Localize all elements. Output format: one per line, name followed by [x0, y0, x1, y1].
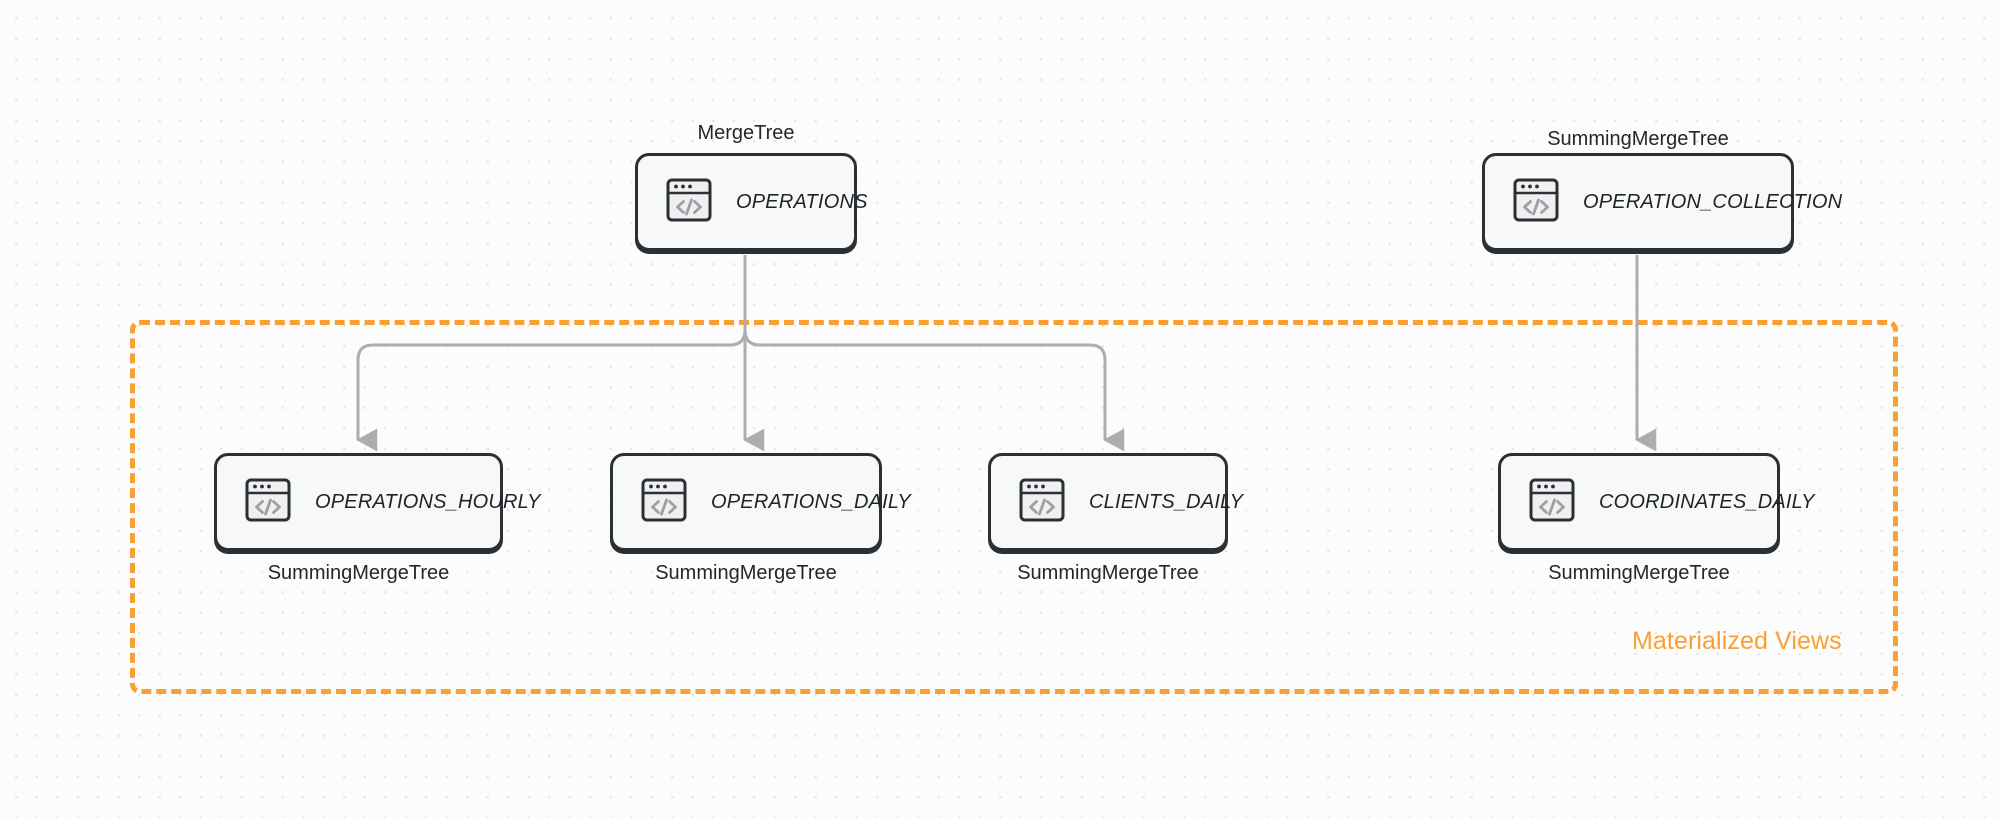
node-operation-collection[interactable]: OPERATION_COLLECTION — [1482, 153, 1842, 251]
code-window-icon — [1529, 477, 1575, 528]
code-window-icon — [245, 477, 291, 528]
engine-caption-operations-hourly: SummingMergeTree — [267, 562, 450, 584]
code-window-icon — [1019, 477, 1065, 528]
node-title-clients-daily: CLIENTS_DAILY — [1089, 490, 1244, 513]
engine-caption-operation-collection: SummingMergeTree — [1547, 128, 1729, 150]
node-title-operations-daily: OPERATIONS_DAILY — [711, 490, 911, 513]
node-operations-daily[interactable]: OPERATIONS_DAILY — [610, 453, 911, 551]
node-coordinates-daily[interactable]: COORDINATES_DAILY — [1498, 453, 1814, 551]
code-window-icon — [1513, 177, 1559, 228]
node-title-operation-collection: OPERATION_COLLECTION — [1583, 190, 1843, 213]
engine-caption-coordinates-daily: SummingMergeTree — [1548, 562, 1730, 584]
code-window-icon — [666, 177, 712, 228]
engine-caption-operations: MergeTree — [697, 122, 795, 144]
code-window-icon — [641, 477, 687, 528]
node-operations-hourly[interactable]: OPERATIONS_HOURLY — [214, 453, 540, 551]
node-clients-daily[interactable]: CLIENTS_DAILY — [988, 453, 1243, 551]
node-title-operations-hourly: OPERATIONS_HOURLY — [315, 490, 541, 513]
engine-caption-operations-daily: SummingMergeTree — [655, 562, 837, 584]
materialized-views-group-label: Materialized Views — [1632, 627, 1842, 655]
node-title-operations: OPERATIONS — [736, 190, 868, 213]
engine-caption-clients-daily: SummingMergeTree — [1017, 562, 1199, 584]
node-operations[interactable]: OPERATIONS — [635, 153, 867, 251]
node-title-coordinates-daily: COORDINATES_DAILY — [1599, 490, 1815, 513]
